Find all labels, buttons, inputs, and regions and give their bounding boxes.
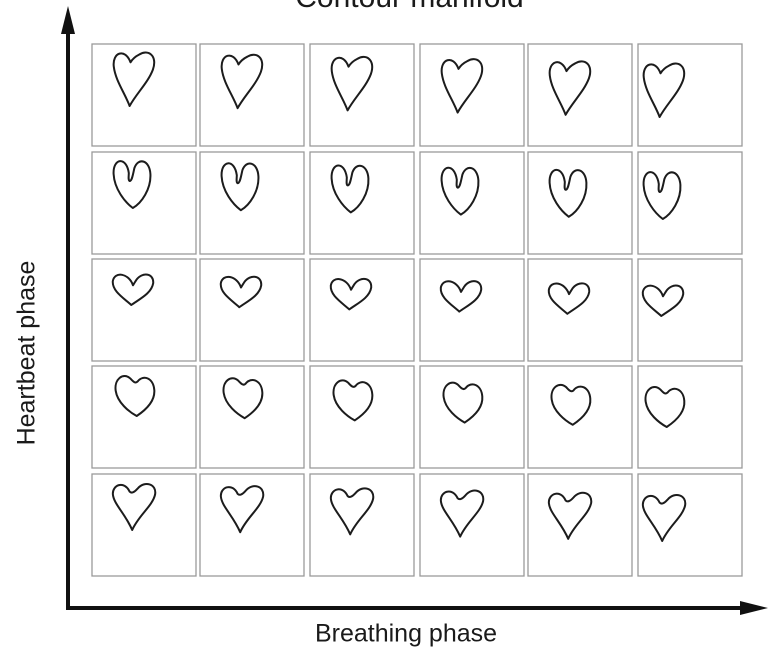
grid-cell (310, 152, 414, 254)
y-axis-arrow-icon (61, 6, 75, 34)
grid-cell (420, 474, 524, 576)
x-axis-arrow-icon (740, 601, 768, 615)
grid-cell (92, 366, 196, 468)
grid-cell (200, 474, 304, 576)
grid-cell (200, 44, 304, 146)
grid-cell (200, 259, 304, 361)
grid-cell (638, 152, 742, 254)
grid-cell (92, 474, 196, 576)
grid-cell (200, 152, 304, 254)
grid-cell (310, 44, 414, 146)
grid-cell (92, 152, 196, 254)
grid-cell (310, 259, 414, 361)
grid-cell (528, 259, 632, 361)
grid-cell (528, 366, 632, 468)
grid-cell (638, 44, 742, 146)
grid-cell (92, 44, 196, 146)
grid-cell (528, 474, 632, 576)
grid-cell (200, 366, 304, 468)
grid-cell (420, 259, 524, 361)
grid-cell (528, 152, 632, 254)
cell-grid (92, 44, 742, 576)
